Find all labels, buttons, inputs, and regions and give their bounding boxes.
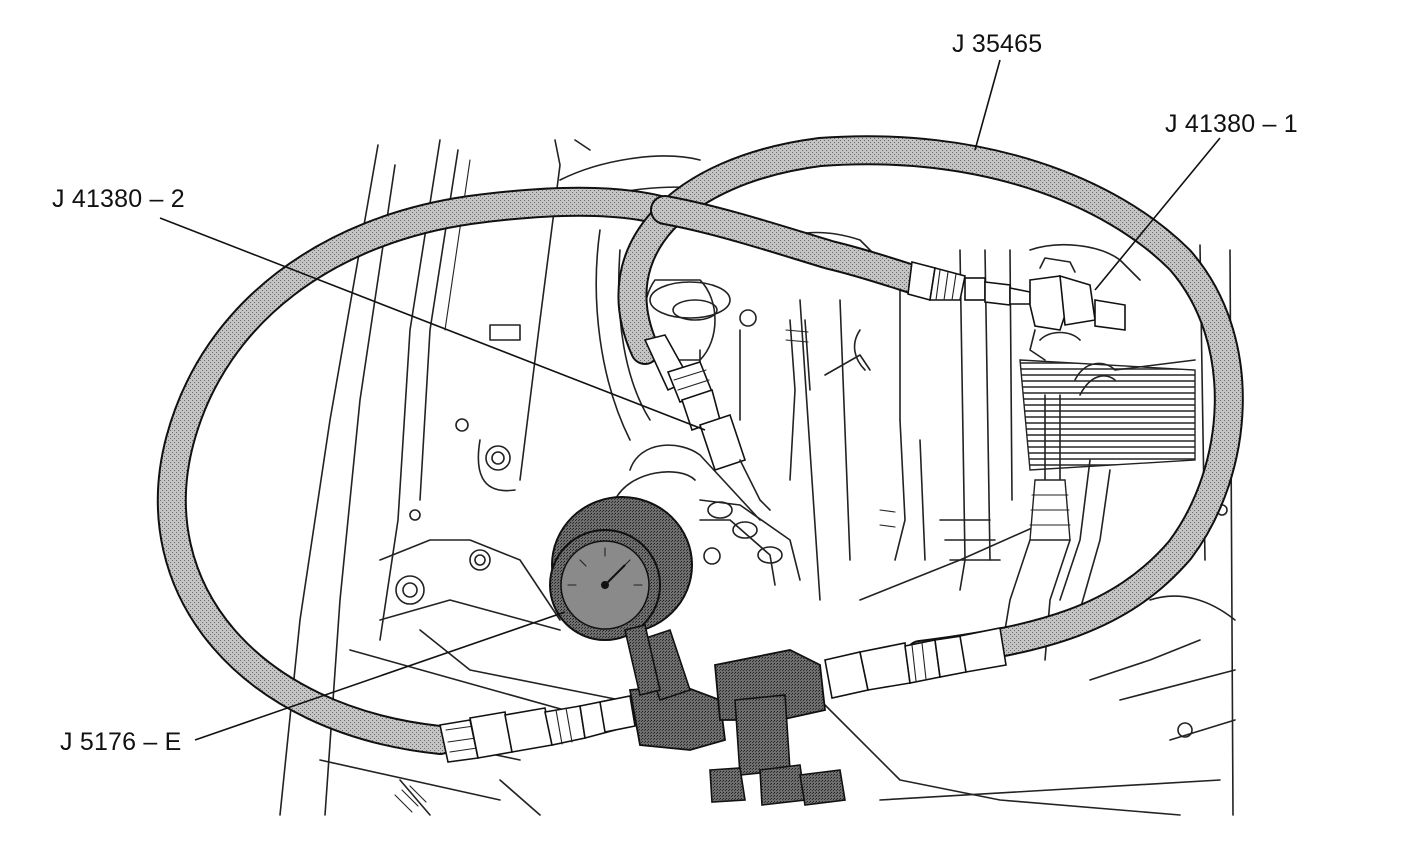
callout-j5176-e: J 5176 – E: [60, 728, 182, 756]
fitting-j41380-2: [643, 334, 771, 511]
hose-loop-right: [617, 135, 1244, 670]
hose-lower-left: [439, 695, 636, 763]
callout-j35465: J 35465: [952, 30, 1043, 58]
callout-j41380-2: J 41380 – 2: [52, 185, 185, 213]
manifold-block: [628, 628, 846, 806]
hose-lower-right: [824, 627, 1007, 699]
hose-upper: [650, 195, 930, 295]
callout-j41380-1: J 41380 – 1: [1165, 110, 1298, 138]
hose-loop-left: [156, 186, 675, 755]
leader-lines: [159, 59, 1221, 741]
gauge-j5176-e: [549, 496, 693, 696]
ac-line-right: [999, 359, 1196, 661]
fitting-j41380-1: [907, 257, 1126, 361]
